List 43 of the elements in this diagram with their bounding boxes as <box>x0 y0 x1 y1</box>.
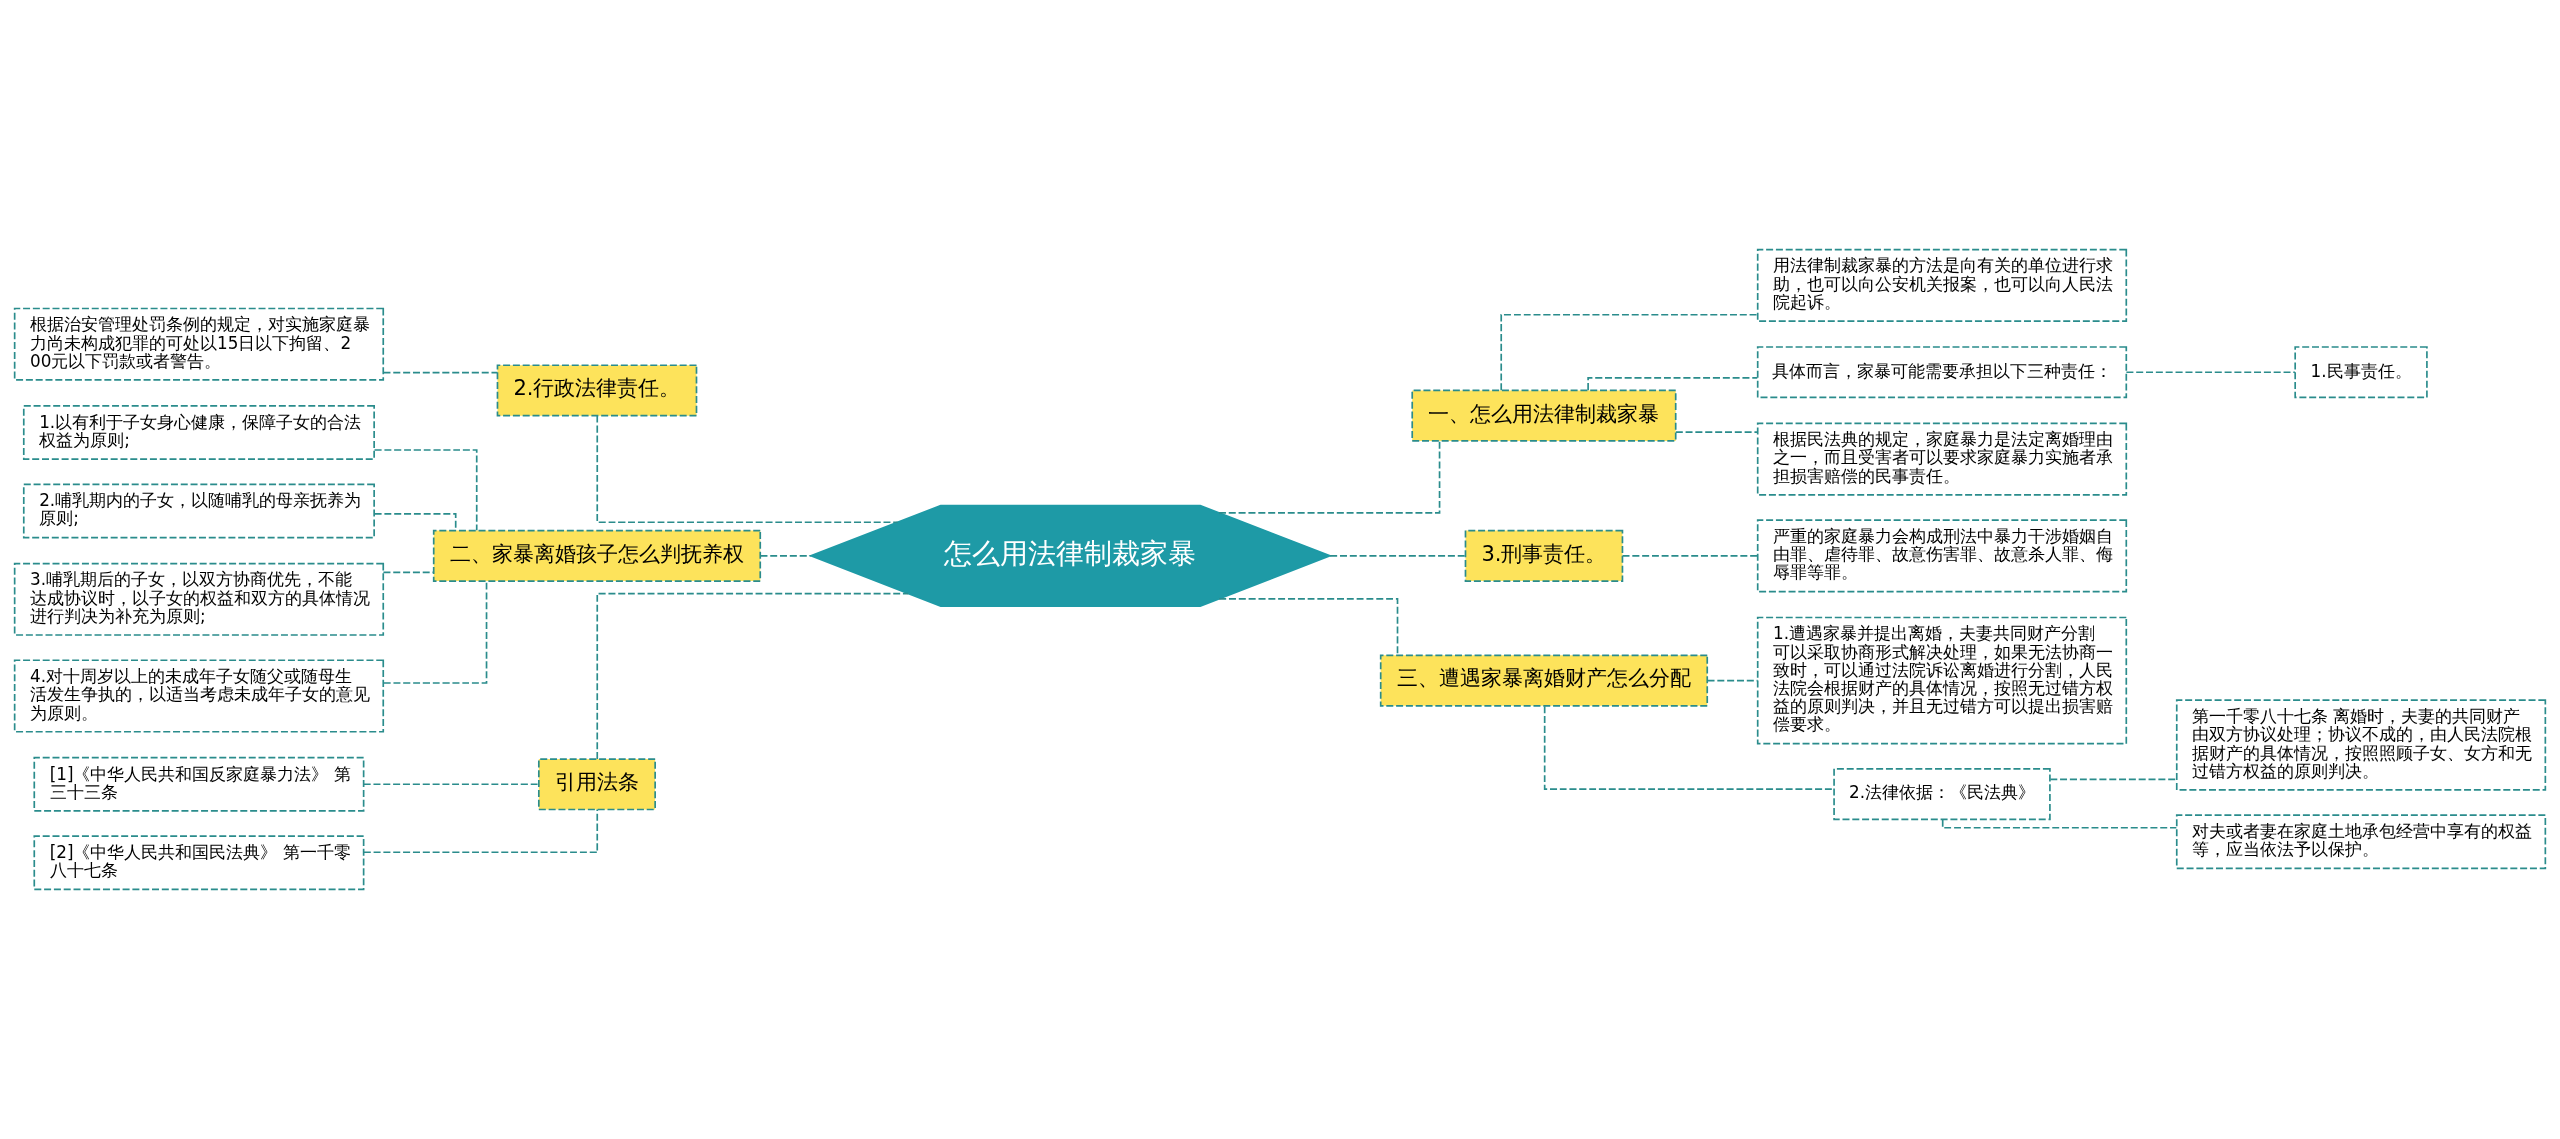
connector <box>1543 705 1835 791</box>
node-box: 2.行政法律责任。 <box>496 364 698 417</box>
node-box: 第一千零八十七条 离婚时，夫妻的共同财产由双方协议处理；协议不成的，由人民法院根据财产的具体情况，按照照顾子女、女方和无过错方权益的原则判决。 <box>2175 699 2547 791</box>
connector <box>382 580 488 684</box>
connector <box>382 571 435 574</box>
connector <box>382 371 499 374</box>
node-box: 一、怎么用法律制裁家暴 <box>1411 389 1677 442</box>
node-box: 对夫或者妻在家庭土地承包经营中享有的权益等，应当依法予以保护。 <box>2175 814 2547 870</box>
connector <box>1706 679 1759 682</box>
connector <box>362 783 540 786</box>
node-box: 2.法律依据：《民法典》 <box>1833 768 2051 821</box>
node-box: 2.哺乳期内的子女，以随哺乳的母亲抚养为原则; <box>22 483 375 539</box>
node-box: [2]《中华人民共和国民法典》 第一千零八十七条 <box>33 835 365 891</box>
node-box: [1]《中华人民共和国反家庭暴力法》 第三十三条 <box>33 756 365 812</box>
connector <box>596 415 899 524</box>
node-box: 严重的家庭暴力会构成刑法中暴力干涉婚姻自由罪、虐待罪、故意伤害罪、故意杀人罪、侮辱罪等罪。 <box>1756 519 2128 593</box>
node-box: 根据治安管理处罚条例的规定，对实施家庭暴力尚未构成犯罪的可处以15日以下拘留、200元以下罚款或者警告。 <box>13 307 385 381</box>
node-box: 三、遭遇家暴离婚财产怎么分配 <box>1379 654 1709 707</box>
connector <box>373 449 478 532</box>
connector <box>1329 555 1467 557</box>
node-box: 3.刑事责任。 <box>1464 529 1624 582</box>
node-box: 用法律制裁家暴的方法是向有关的单位进行求助，也可以向公安机关报案，也可以向人民法院起诉。 <box>1756 248 2128 322</box>
node-box: 具体而言，家暴可能需要承担以下三种责任： <box>1756 346 2128 399</box>
connector <box>1218 440 1441 514</box>
connector <box>2125 371 2296 374</box>
connector <box>1941 818 2178 829</box>
node-box: 4.对十周岁以上的未成年子女随父或随母生活发生争执的，以适当考虑未成年子女的意见为原则。 <box>13 659 385 733</box>
connector <box>363 808 599 854</box>
connector <box>1675 431 1759 433</box>
connector <box>2049 778 2178 781</box>
connector <box>1218 598 1399 656</box>
connector <box>596 592 910 760</box>
connector <box>1500 313 1759 392</box>
connector <box>1621 555 1759 557</box>
node-box: 1.民事责任。 <box>2294 346 2428 399</box>
node-box: 二、家暴离婚孩子怎么判抚养权 <box>432 529 762 582</box>
node-box: 1.遭遇家暴并提出离婚，夫妻共同财产分割可以采取协商形式解决处理，如果无法协商一致时，可以通过法院诉讼离婚进行分割，人民法院会根据财产的具体情况，按照无过错方权益的原则判决，并且无过错方可以提出损害赔偿要求。 <box>1756 616 2128 745</box>
node-box: 1.以有利于子女身心健康，保障子女的合法权益为原则; <box>22 405 375 460</box>
connector <box>1587 377 1759 392</box>
node-box: 根据民法典的规定，家庭暴力是法定离婚理由之一，而且受害者可以要求家庭暴力实施者承担损害赔偿的民事责任。 <box>1756 422 2128 496</box>
node-box: 3.哺乳期后的子女，以双方协商优先，不能达成协议时，以子女的权益和双方的具体情况进行判决为补充为原则; <box>13 562 385 636</box>
connector <box>759 555 812 557</box>
node-box: 引用法条 <box>538 758 656 811</box>
